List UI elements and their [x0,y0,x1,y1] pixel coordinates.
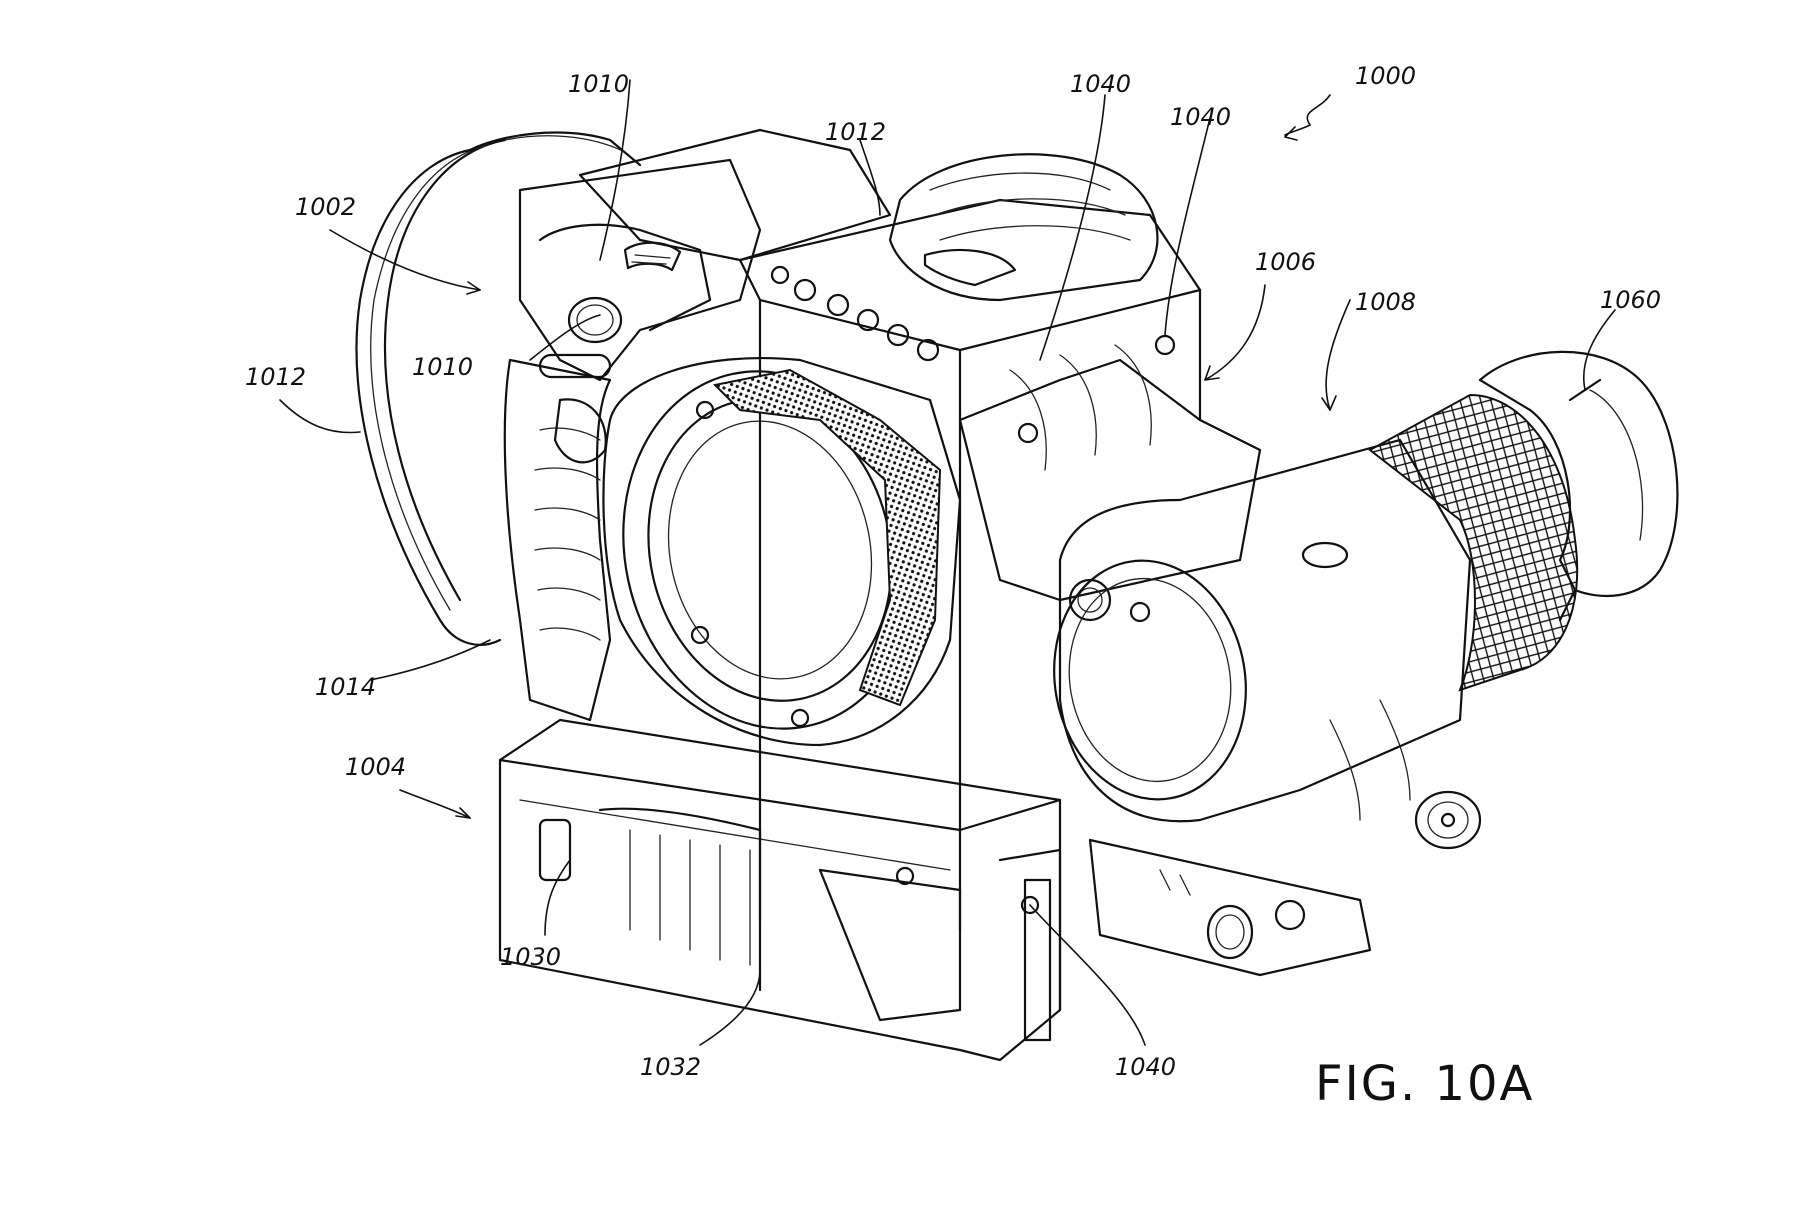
label-1040-a: 1040 [1070,70,1131,98]
label-1060: 1060 [1600,286,1661,314]
label-1000: 1000 [1355,62,1416,90]
label-1008: 1008 [1355,288,1416,316]
lens-mount [591,344,960,756]
label-1004: 1004 [345,753,406,781]
label-1014: 1014 [315,673,376,701]
leader-lines [280,80,1615,1045]
label-1002: 1002 [295,193,356,221]
grip-module [505,160,760,720]
label-1012-top: 1012 [825,118,886,146]
base-plate [500,720,1060,1060]
label-1010-top: 1010 [568,70,629,98]
viewfinder [1036,352,1678,975]
label-1032: 1032 [640,1053,701,1081]
label-1010-grip: 1010 [412,353,473,381]
label-1040-b: 1040 [1170,103,1231,131]
figure-caption: FIG. 10A [1315,1056,1534,1112]
label-1012-handle: 1012 [245,363,306,391]
reference-labels: 1000 1002 1004 1006 1008 1010 1010 1012 … [245,62,1661,1081]
top-handle [357,133,640,645]
label-1006: 1006 [1255,248,1316,276]
label-1040-c: 1040 [1115,1053,1176,1081]
label-1030: 1030 [500,943,561,971]
